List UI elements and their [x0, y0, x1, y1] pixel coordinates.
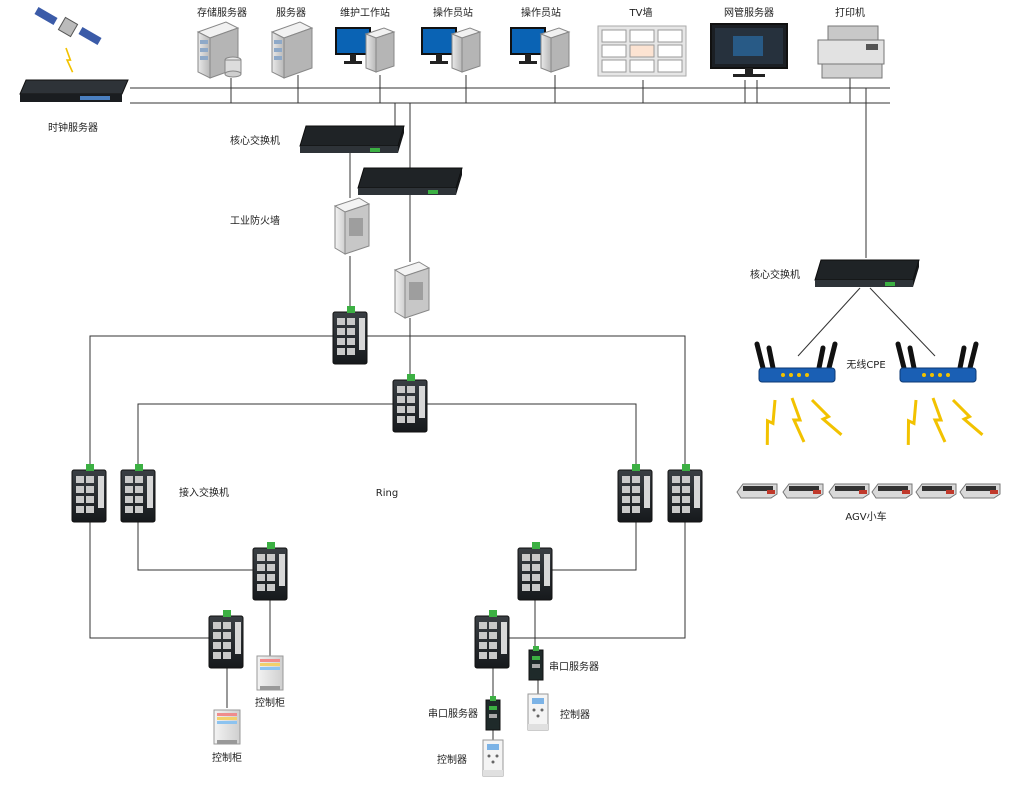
- ring-switch-bottom-left-outer: [208, 609, 244, 669]
- operator-station-1-icon: [421, 27, 481, 73]
- agv-4-icon: [871, 483, 913, 499]
- wireless-cpe-2-icon: [898, 344, 976, 382]
- agv-5-icon: [915, 483, 957, 499]
- core-switch-2-icon: [357, 167, 463, 196]
- printer-icon: [817, 25, 885, 79]
- controller-2-icon: [527, 693, 549, 731]
- agv-1-icon: [736, 483, 778, 499]
- industrial-firewall-2-icon: [394, 261, 430, 319]
- nms-server-icon: [710, 23, 788, 77]
- label-controller-1: 控制器: [437, 753, 467, 766]
- serial-server-1-icon: [485, 695, 501, 731]
- control-cabinet-1-icon: [213, 709, 241, 745]
- serial-server-2-icon: [528, 645, 544, 681]
- wireless-cpe-1-icon: [757, 344, 835, 382]
- label-wireless-cpe: 无线CPE: [846, 358, 885, 371]
- label-operator-station-1: 操作员站: [433, 6, 473, 19]
- operator-station-2-icon: [510, 27, 570, 73]
- tv-wall-icon: [597, 25, 687, 77]
- ring-switch-top-inner: [392, 373, 428, 433]
- label-clock-server: 时钟服务器: [48, 121, 98, 134]
- agv-6-icon: [959, 483, 1001, 499]
- maintenance-station-icon: [335, 27, 395, 73]
- storage-disk-icon: [224, 56, 242, 78]
- label-serial-server-2: 串口服务器: [549, 660, 599, 673]
- label-server: 服务器: [276, 6, 306, 19]
- label-nms-server: 网管服务器: [724, 6, 774, 19]
- server-icon: [271, 21, 313, 79]
- agv-2-icon: [782, 483, 824, 499]
- label-agv: AGV小车: [845, 510, 886, 523]
- satellite-icon: [34, 7, 102, 45]
- industrial-firewall-1-icon: [334, 197, 370, 255]
- clock-server-icon: [19, 79, 129, 102]
- wireless-signal-2-icon: [895, 393, 984, 447]
- label-printer: 打印机: [835, 6, 865, 19]
- ring-switch-top-outer: [332, 305, 368, 365]
- label-tv-wall: TV墙: [629, 6, 653, 19]
- label-operator-station-2: 操作员站: [521, 6, 561, 19]
- label-control-cabinet-1: 控制柜: [212, 751, 242, 764]
- connection-lines: [89, 75, 936, 740]
- access-switch-right-outer: [667, 463, 703, 523]
- label-controller-2: 控制器: [560, 708, 590, 721]
- label-control-cabinet-2: 控制柜: [255, 696, 285, 709]
- label-maintenance-station: 维护工作站: [340, 6, 390, 19]
- control-cabinet-2-icon: [256, 655, 284, 691]
- agv-3-icon: [828, 483, 870, 499]
- label-access-switch: 接入交换机: [179, 486, 229, 499]
- access-switch-left-inner: [120, 463, 156, 523]
- core-switch-1-icon: [299, 125, 405, 154]
- ring-switch-bottom-right-inner: [517, 541, 553, 601]
- ring-switch-bottom-right-outer: [474, 609, 510, 669]
- access-switch-right-inner: [617, 463, 653, 523]
- label-ring: Ring: [376, 488, 398, 499]
- label-core-switch-right: 核心交换机: [750, 268, 800, 281]
- controller-1-icon: [482, 739, 504, 777]
- wireless-signal-1-icon: [754, 393, 843, 447]
- label-serial-server-1: 串口服务器: [428, 707, 478, 720]
- label-core-switch-main: 核心交换机: [230, 134, 280, 147]
- satellite-signal-icon: [65, 47, 74, 74]
- label-storage-server: 存储服务器: [197, 6, 247, 19]
- ring-switch-bottom-left-inner: [252, 541, 288, 601]
- access-switch-left-outer: [71, 463, 107, 523]
- label-industrial-firewall: 工业防火墙: [230, 214, 280, 227]
- core-switch-right-icon: [814, 259, 920, 288]
